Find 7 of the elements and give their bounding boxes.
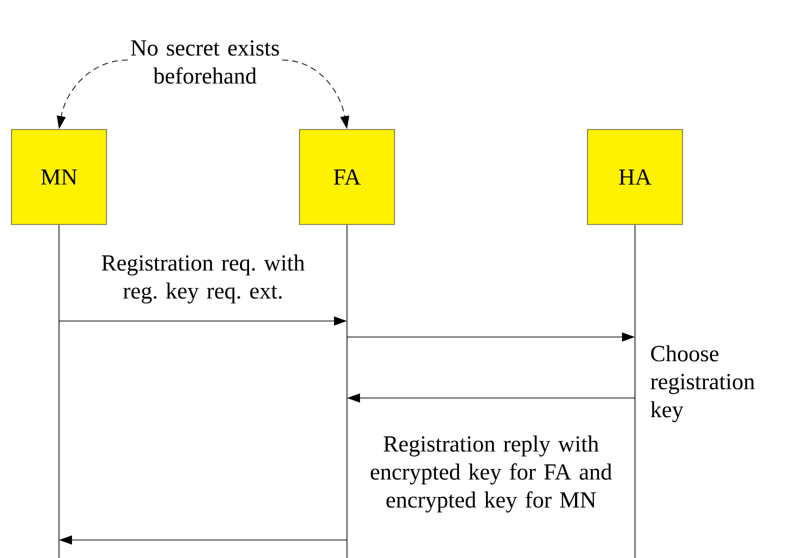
actor-box: MN bbox=[11, 129, 107, 225]
annotation-text: Choose registration key bbox=[650, 345, 755, 422]
edge-label: Registration reply with encrypted key for FA and encrypted key for MN bbox=[370, 436, 612, 512]
note-text: No secret exists beforehand bbox=[130, 40, 279, 84]
actor-box: FA bbox=[299, 129, 395, 225]
edge-label: Registration req. with reg. key req. ext. bbox=[102, 254, 305, 304]
actor-box: HA bbox=[587, 129, 683, 225]
